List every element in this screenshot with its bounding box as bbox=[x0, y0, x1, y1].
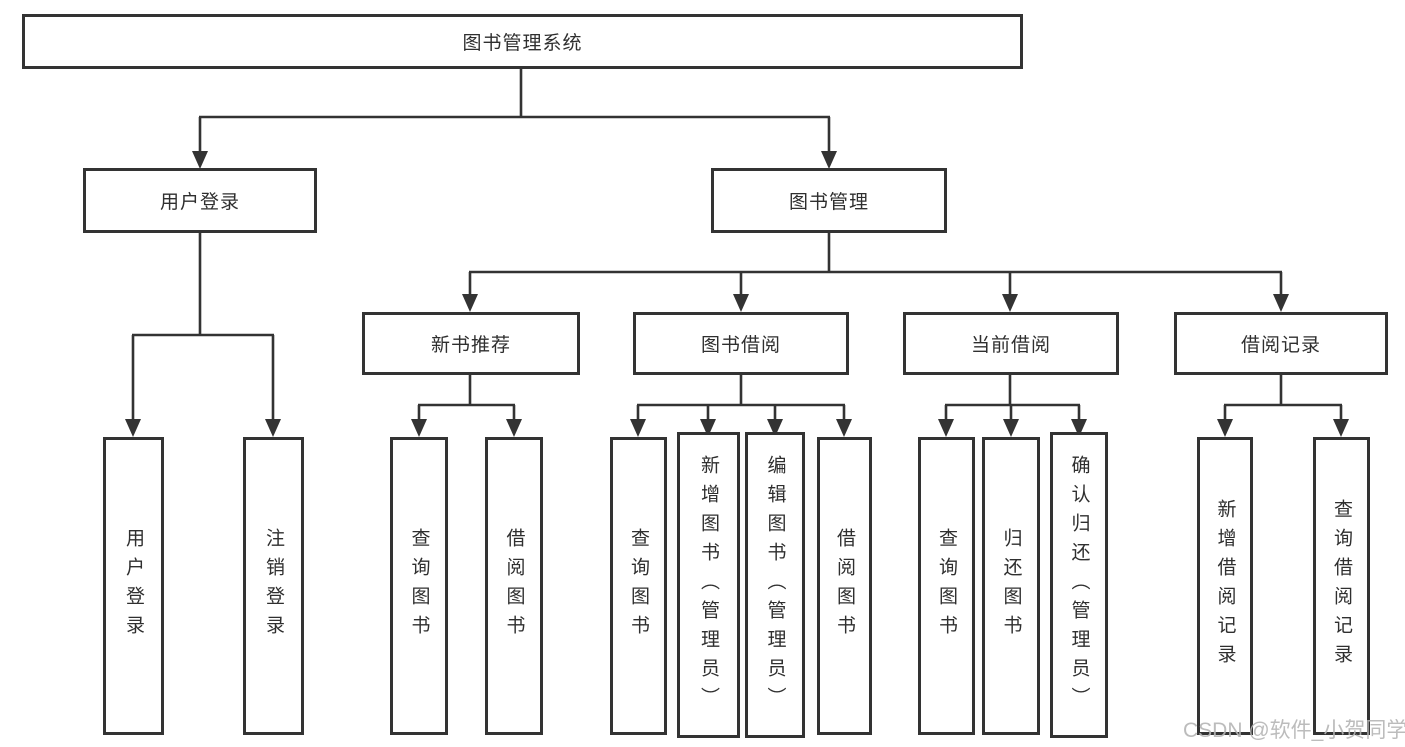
leaf-records-query-record: 查询借阅记录 bbox=[1313, 437, 1370, 735]
node-current-borrowing-label: 当前借阅 bbox=[970, 335, 1051, 356]
leaf-user-login: 用户登录 bbox=[103, 437, 164, 735]
leaf-user-login-label: 用户登录 bbox=[123, 528, 144, 644]
node-book-borrowing-label: 图书借阅 bbox=[700, 335, 781, 356]
leaf-logout-label: 注销登录 bbox=[263, 528, 284, 644]
node-borrow-records: 借阅记录 bbox=[1174, 312, 1388, 375]
node-book-borrowing: 图书借阅 bbox=[633, 312, 849, 375]
leaf-borrowing-query-book: 查询图书 bbox=[610, 437, 667, 735]
node-user-login: 用户登录 bbox=[83, 168, 317, 233]
leaf-current-return-book: 归还图书 bbox=[982, 437, 1040, 735]
leaf-records-add-record: 新增借阅记录 bbox=[1197, 437, 1253, 735]
node-book-management: 图书管理 bbox=[711, 168, 947, 233]
leaf-borrowing-query-book-label: 查询图书 bbox=[628, 528, 649, 644]
leaf-recommend-query-book: 查询图书 bbox=[390, 437, 448, 735]
leaf-recommend-borrow-book: 借阅图书 bbox=[485, 437, 543, 735]
leaf-borrowing-borrow-book-label: 借阅图书 bbox=[834, 528, 855, 644]
leaf-borrowing-add-book-admin: 新增图书（管理员） bbox=[677, 432, 740, 738]
csdn-watermark: CSDN @软件_小贺同学 bbox=[1183, 719, 1405, 742]
leaf-borrowing-add-book-admin-label: 新增图书（管理员） bbox=[698, 454, 719, 716]
leaf-current-query-book: 查询图书 bbox=[918, 437, 975, 735]
node-library-system-label: 图书管理系统 bbox=[462, 33, 583, 54]
node-new-book-recommend-label: 新书推荐 bbox=[430, 335, 511, 356]
leaf-current-confirm-return-admin: 确认归还（管理员） bbox=[1050, 432, 1108, 738]
node-new-book-recommend: 新书推荐 bbox=[362, 312, 580, 375]
leaf-records-add-record-label: 新增借阅记录 bbox=[1214, 499, 1236, 673]
node-borrow-records-label: 借阅记录 bbox=[1240, 335, 1321, 356]
leaf-records-query-record-label: 查询借阅记录 bbox=[1331, 499, 1352, 673]
leaf-logout: 注销登录 bbox=[243, 437, 304, 735]
leaf-borrowing-edit-book-admin: 编辑图书（管理员） bbox=[745, 432, 805, 738]
leaf-recommend-borrow-book-label: 借阅图书 bbox=[503, 528, 525, 644]
leaf-recommend-query-book-label: 查询图书 bbox=[408, 528, 430, 644]
node-library-system: 图书管理系统 bbox=[22, 14, 1023, 69]
leaf-current-return-book-label: 归还图书 bbox=[1000, 528, 1022, 644]
leaf-borrowing-borrow-book: 借阅图书 bbox=[817, 437, 872, 735]
leaf-current-confirm-return-admin-label: 确认归还（管理员） bbox=[1068, 454, 1090, 716]
node-current-borrowing: 当前借阅 bbox=[903, 312, 1119, 375]
connector-lines bbox=[131, 69, 1343, 423]
node-user-login-label: 用户登录 bbox=[159, 192, 240, 213]
leaf-current-query-book-label: 查询图书 bbox=[936, 528, 957, 644]
arrowhead-icons bbox=[125, 151, 1349, 437]
node-book-management-label: 图书管理 bbox=[788, 192, 869, 213]
leaf-borrowing-edit-book-admin-label: 编辑图书（管理员） bbox=[764, 454, 786, 716]
